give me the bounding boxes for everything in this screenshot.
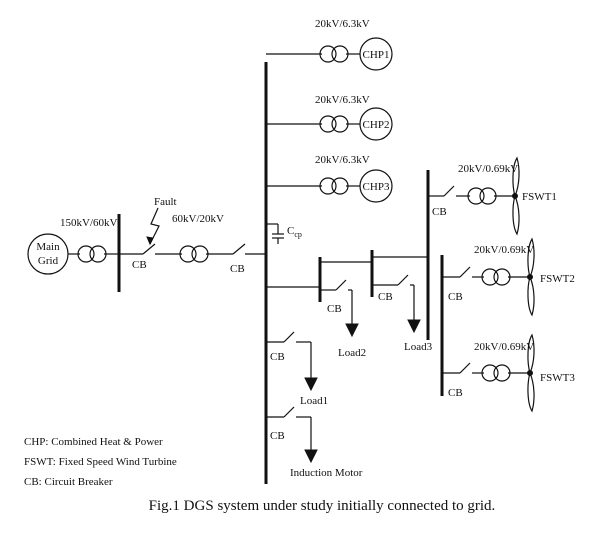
transformer-fswt2-label: 20kV/0.69kV [474, 244, 534, 256]
main-grid: Main Grid [27, 233, 69, 275]
fault-label: Fault [154, 196, 177, 208]
cb-label-load1: CB [270, 351, 285, 363]
chp2-label: CHP2 [363, 119, 390, 131]
transformer-150-60-label: 150kV/60kV [60, 217, 118, 229]
capacitor-label: Ccp [287, 225, 302, 239]
transformer-20-6.3-icon [319, 115, 349, 133]
transformer-20-0.69-icon [481, 364, 511, 382]
fswt1-branch: CB 20kV/0.69kV FSWT1 [428, 157, 557, 235]
cb-label-20kv: CB [230, 263, 245, 275]
legend-item: CB: Circuit Breaker [24, 476, 113, 488]
transformer-fswt1-label: 20kV/0.69kV [458, 163, 518, 175]
circuit-breaker-icon [283, 406, 295, 418]
cb-label-load2: CB [327, 303, 342, 315]
circuit-breaker-icon [142, 243, 156, 255]
chp2-branch: CHP2 20kV/6.3kV [266, 94, 393, 141]
cb-label-motor: CB [270, 430, 285, 442]
main-grid-label-2: Grid [38, 255, 59, 267]
fault-arrow-icon [149, 207, 160, 245]
transformer-20-6.3-icon [319, 45, 349, 63]
load1-arrow-icon [304, 377, 318, 392]
circuit-breaker-icon [397, 274, 409, 286]
legend: CHP: Combined Heat & Power FSWT: Fixed S… [24, 436, 177, 488]
fswt2-label: FSWT2 [540, 273, 575, 285]
circuit-breaker-icon [283, 331, 295, 343]
fswt2-branch: CB 20kV/0.69kV FSWT2 [442, 238, 575, 316]
transformer-20-0.69-icon [467, 187, 497, 205]
circuit-breaker-icon [443, 185, 455, 197]
circuit-breaker-icon [459, 362, 471, 374]
circuit-breaker-icon [232, 243, 246, 255]
cb-label-fswt2: CB [448, 291, 463, 303]
figure-caption: Fig.1 DGS system under study initially c… [149, 498, 496, 514]
legend-item: FSWT: Fixed Speed Wind Turbine [24, 456, 177, 468]
induction-motor-arrow-icon [304, 449, 318, 464]
fswt3-label: FSWT3 [540, 372, 575, 384]
induction-motor-label: Induction Motor [290, 467, 363, 479]
cb-label-main: CB [132, 259, 147, 271]
load3-arrow-icon [407, 319, 421, 334]
transformer-fswt3-label: 20kV/0.69kV [474, 341, 534, 353]
chp3-branch: CHP3 20kV/6.3kV [266, 154, 393, 203]
load2-arrow-icon [345, 323, 359, 338]
cb-label-fswt1: CB [432, 206, 447, 218]
circuit-breaker-icon [335, 279, 347, 291]
main-grid-label-1: Main [36, 241, 60, 253]
circuit-breaker-icon [459, 266, 471, 278]
transformer-chp3-label: 20kV/6.3kV [315, 154, 370, 166]
transformer-60-20-label: 60kV/20kV [172, 213, 224, 225]
transformer-20-0.69-icon [481, 268, 511, 286]
transformer-chp2-label: 20kV/6.3kV [315, 94, 370, 106]
cb-label-fswt3: CB [448, 387, 463, 399]
cb-label-load3: CB [378, 291, 393, 303]
legend-item: CHP: Combined Heat & Power [24, 436, 163, 448]
load1-label: Load1 [300, 395, 328, 407]
chp1-label: CHP1 [363, 49, 390, 61]
fswt1-label: FSWT1 [522, 191, 557, 203]
load2-label: Load2 [338, 347, 366, 359]
chp3-label: CHP3 [363, 181, 390, 193]
transformer-chp1-label: 20kV/6.3kV [315, 18, 370, 30]
chp1-branch: CHP1 20kV/6.3kV [266, 18, 393, 71]
load3-label: Load3 [404, 341, 433, 353]
transformer-150-60-icon [77, 245, 107, 263]
transformer-20-6.3-icon [319, 177, 349, 195]
fswt3-branch: CB 20kV/0.69kV FSWT3 [442, 334, 575, 412]
transformer-60-20-icon [179, 245, 209, 263]
